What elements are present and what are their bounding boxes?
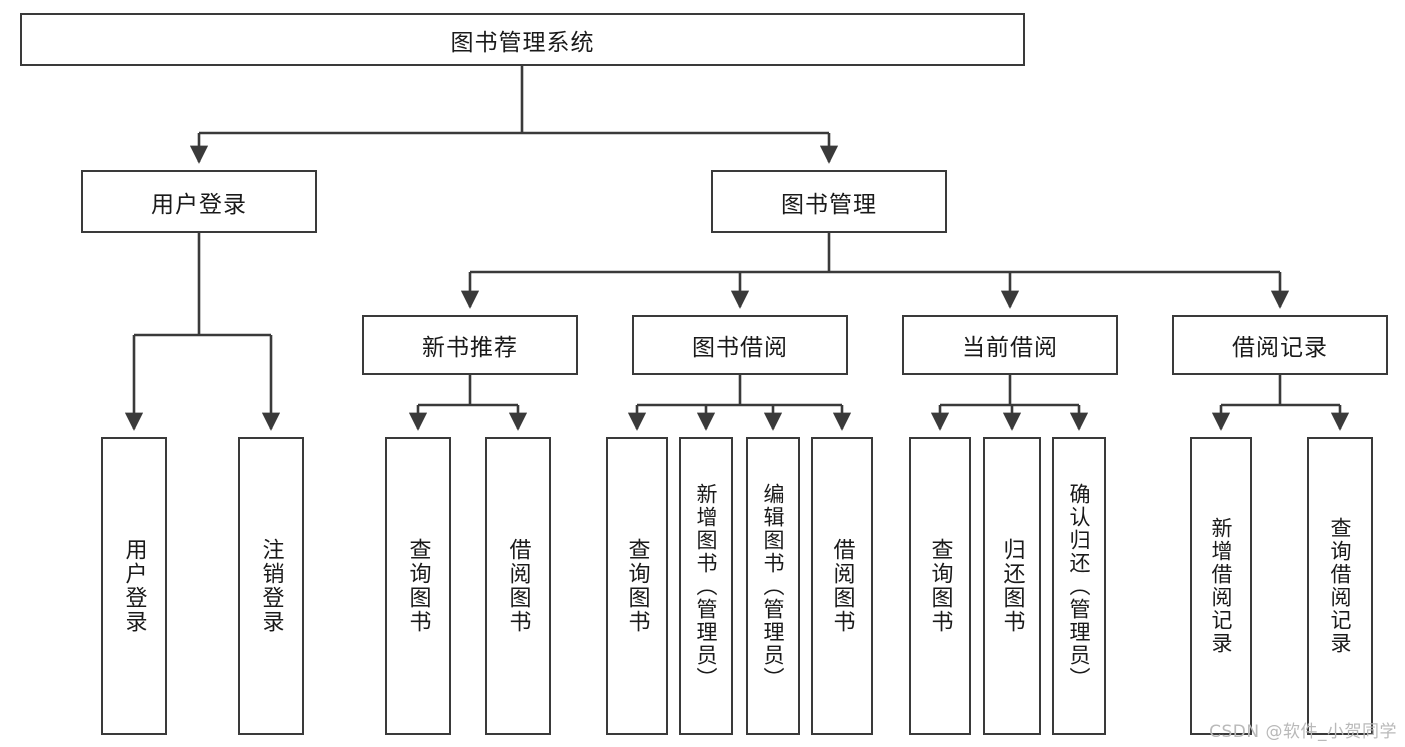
node-leaf-query-record[interactable]: 查询借阅记录 — [1307, 437, 1373, 735]
node-book-manage[interactable]: 图书管理 — [711, 170, 947, 233]
node-leaf-query-book-1[interactable]: 查询图书 — [385, 437, 451, 735]
node-root-label: 图书管理系统 — [450, 29, 595, 56]
node-leaf-edit-book[interactable]: 编辑图书（管理员） — [746, 437, 800, 735]
node-root[interactable]: 图书管理系统 — [20, 13, 1025, 66]
node-book-borrow[interactable]: 图书借阅 — [632, 315, 848, 375]
node-borrow-record[interactable]: 借阅记录 — [1172, 315, 1388, 375]
node-leaf-add-book-label: 新增图书（管理员） — [694, 482, 719, 690]
node-leaf-user-login[interactable]: 用户登录 — [101, 437, 167, 735]
node-borrow-record-label: 借阅记录 — [1232, 335, 1328, 361]
node-new-book-rec[interactable]: 新书推荐 — [362, 315, 578, 375]
node-current-borrow[interactable]: 当前借阅 — [902, 315, 1118, 375]
node-leaf-edit-book-label: 编辑图书（管理员） — [761, 482, 786, 690]
node-leaf-query-book-1-label: 查询图书 — [405, 538, 431, 634]
node-leaf-query-record-label: 查询借阅记录 — [1328, 517, 1353, 655]
node-user-login-label: 用户登录 — [151, 191, 247, 218]
node-leaf-user-logout-label: 注销登录 — [258, 538, 284, 634]
node-leaf-query-book-2[interactable]: 查询图书 — [606, 437, 668, 735]
node-leaf-confirm-return[interactable]: 确认归还（管理员） — [1052, 437, 1106, 735]
csdn-watermark: CSDN @软件_小贺同学 — [1209, 722, 1397, 742]
node-leaf-query-book-3[interactable]: 查询图书 — [909, 437, 971, 735]
node-book-manage-label: 图书管理 — [781, 191, 877, 218]
node-current-borrow-label: 当前借阅 — [962, 335, 1058, 361]
node-leaf-user-logout[interactable]: 注销登录 — [238, 437, 304, 735]
node-leaf-add-record[interactable]: 新增借阅记录 — [1190, 437, 1252, 735]
node-leaf-return-book[interactable]: 归还图书 — [983, 437, 1041, 735]
node-user-login[interactable]: 用户登录 — [81, 170, 317, 233]
node-leaf-borrow-book-2[interactable]: 借阅图书 — [811, 437, 873, 735]
node-leaf-return-book-label: 归还图书 — [999, 538, 1025, 634]
node-book-borrow-label: 图书借阅 — [692, 335, 788, 361]
node-leaf-borrow-book-1[interactable]: 借阅图书 — [485, 437, 551, 735]
node-new-book-rec-label: 新书推荐 — [422, 335, 518, 361]
node-leaf-confirm-return-label: 确认归还（管理员） — [1067, 482, 1092, 690]
node-leaf-borrow-book-1-label: 借阅图书 — [505, 538, 531, 634]
node-leaf-user-login-label: 用户登录 — [121, 538, 147, 634]
node-leaf-add-record-label: 新增借阅记录 — [1209, 517, 1234, 655]
node-leaf-borrow-book-2-label: 借阅图书 — [829, 538, 855, 634]
node-leaf-add-book[interactable]: 新增图书（管理员） — [679, 437, 733, 735]
node-leaf-query-book-2-label: 查询图书 — [624, 538, 650, 634]
node-leaf-query-book-3-label: 查询图书 — [927, 538, 953, 634]
